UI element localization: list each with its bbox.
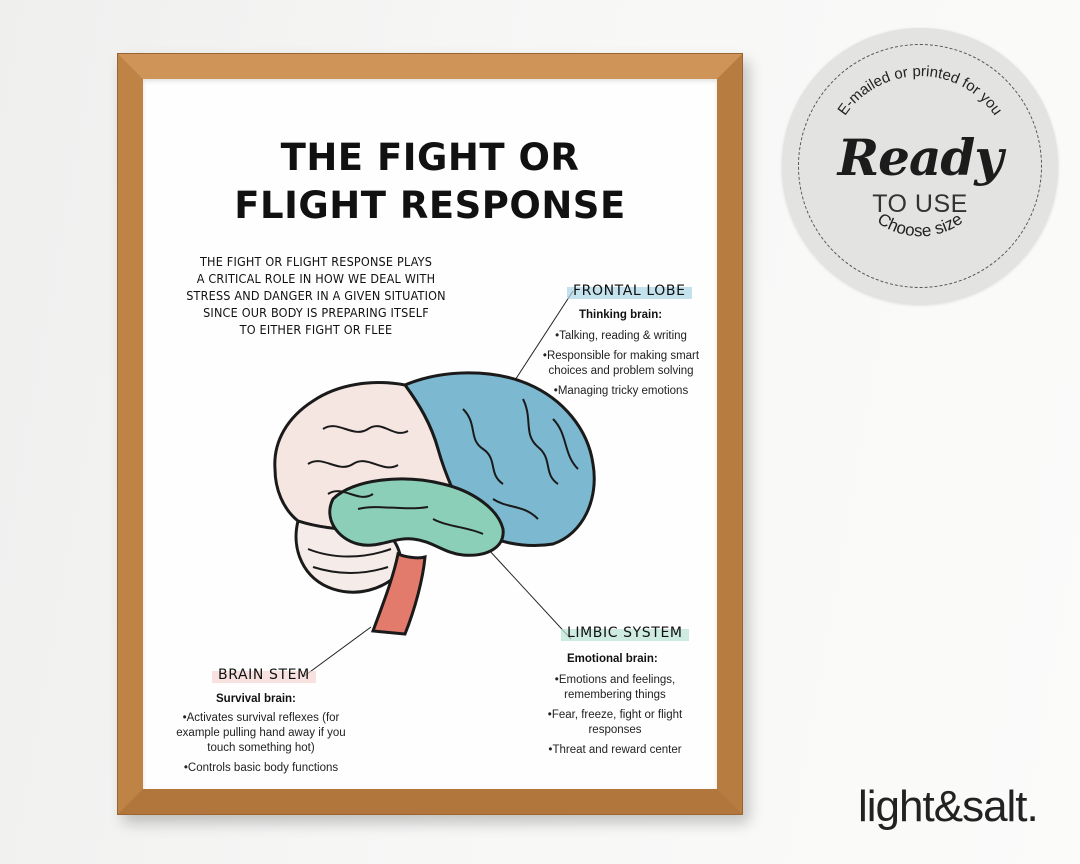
brain-stem-heading-text: BRAIN STEM (218, 667, 310, 683)
frontal-lobe-subtitle: Thinking brain: (579, 309, 663, 321)
badge-top-text: E-mailed or printed for you (835, 63, 1006, 119)
list-item: Threat and reward center (535, 743, 695, 758)
intro-line: STRESS AND DANGER IN A GIVEN SITUATION (186, 288, 446, 303)
frontal-lobe-heading-text: FRONTAL LOBE (573, 283, 686, 299)
frontal-lobe-list: Talking, reading & writing Responsible f… (531, 329, 711, 404)
badge-curved-text: E-mailed or printed for you Choose size (835, 63, 1006, 241)
limbic-leader-line (487, 548, 572, 640)
brain-stem-shape (370, 551, 427, 636)
poster-title-line-1: THE FIGHT OR (280, 136, 580, 179)
list-item: Activates survival reflexes (for example… (171, 711, 351, 756)
list-item: Responsible for making smart choices and… (531, 349, 711, 379)
stem-leader-line (302, 626, 372, 678)
limbic-system-list: Emotions and feelings, remembering thing… (535, 673, 695, 763)
limbic-system-shape (328, 477, 505, 557)
intro-line: A CRITICAL ROLE IN HOW WE DEAL WITH (196, 271, 436, 286)
list-item: Controls basic body functions (171, 761, 351, 776)
brain-stem-heading: BRAIN STEM (212, 666, 316, 684)
badge-to-use-text: TO USE (872, 190, 968, 218)
frontal-lobe-heading: FRONTAL LOBE (567, 282, 692, 300)
svg-text:E-mailed or printed for you: E-mailed or printed for you (835, 63, 1006, 119)
list-item: Managing tricky emotions (531, 384, 711, 399)
intro-line: THE FIGHT OR FLIGHT RESPONSE PLAYS (199, 254, 433, 269)
brain-stem-subtitle: Survival brain: (216, 693, 296, 705)
wooden-frame: THE FIGHT OR FLIGHT RESPONSE THE FIGHT O… (117, 53, 743, 815)
list-item: Emotions and feelings, remembering thing… (535, 673, 695, 703)
brain-illustration (273, 290, 596, 678)
ready-to-use-badge: E-mailed or printed for you Choose size … (782, 28, 1058, 304)
intro-text: THE FIGHT OR FLIGHT RESPONSE PLAYS A CRI… (181, 253, 451, 338)
poster-title-line-2: FLIGHT RESPONSE (234, 184, 626, 227)
limbic-system-heading: LIMBIC SYSTEM (561, 624, 689, 642)
list-item: Talking, reading & writing (531, 329, 711, 344)
limbic-system-subtitle: Emotional brain: (567, 653, 658, 665)
badge-ready-text: Ready (837, 128, 1004, 187)
poster: THE FIGHT OR FLIGHT RESPONSE THE FIGHT O… (143, 79, 717, 789)
brand-logo: light&salt. (858, 782, 1039, 831)
badge-dashed-ring (798, 44, 1042, 288)
list-item: Fear, freeze, fight or flight responses (535, 708, 695, 738)
intro-line: TO EITHER FIGHT OR FLEE (239, 322, 393, 337)
intro-line: SINCE OUR BODY IS PREPARING ITSELF (203, 305, 429, 320)
limbic-system-heading-text: LIMBIC SYSTEM (567, 625, 683, 641)
brain-stem-list: Activates survival reflexes (for example… (171, 711, 351, 781)
